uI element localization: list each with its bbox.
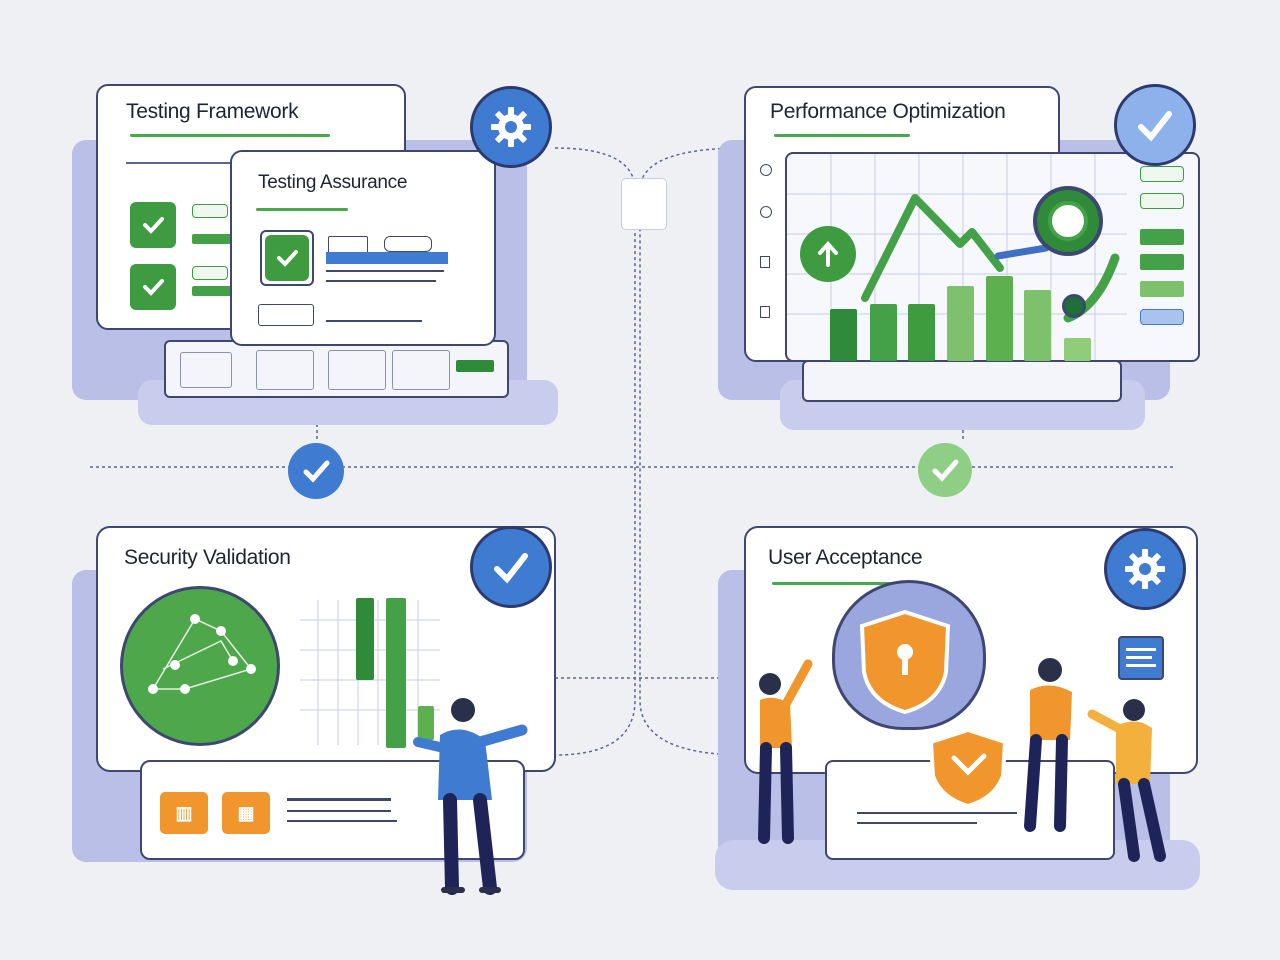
tray-slot [180,352,232,388]
text-line [287,810,391,812]
tf-tray [164,340,509,398]
info-tag [384,236,432,252]
title-underline [256,208,348,211]
check-icon [288,443,344,499]
grid-icon: ▦ [222,792,270,834]
dial-icon [1062,294,1086,318]
gear-icon [470,86,552,168]
text-line [287,820,397,822]
sv-chart-bar [356,598,374,680]
legend-bar [1140,254,1184,270]
panel-title: Testing Framework [126,100,299,123]
ta-panel: Testing Assurance [230,150,496,346]
legend-pill [1140,166,1184,182]
tray-slot [328,350,386,390]
chart-bar [1064,338,1091,361]
check-icon [130,202,176,248]
target-icon [1033,186,1103,256]
chart-bar [870,304,897,361]
gear-icon [1104,528,1186,610]
check-icon [470,526,552,608]
check-icon [130,264,176,310]
legend-pill [1140,193,1184,209]
network-globe [120,586,280,746]
sv-chart-bar [418,706,434,740]
check-frame [260,230,314,286]
chart-bar [947,286,974,361]
input-field [258,304,314,326]
title-underline [772,582,922,585]
legend-bar-blue [1140,309,1184,325]
growth-arrow-icon [800,226,856,282]
status-pill [192,266,228,280]
panel-title: Performance Optimization [770,100,1006,123]
slider-track [326,320,422,322]
text-line [287,798,391,801]
center-node [621,178,667,230]
tray-slot [256,350,314,390]
chart-bar [908,304,935,361]
grid-icon: ▥ [160,792,208,834]
panel-title: Security Validation [124,546,291,569]
status-pill [192,204,228,218]
chart-bar [986,276,1013,361]
check-icon [918,443,972,497]
check-icon [1114,84,1196,166]
radio-dot [760,206,772,218]
tray-slot [392,350,450,390]
title-underline [774,134,910,137]
radio-dot [760,256,770,268]
panel-title: User Acceptance [768,546,923,569]
left-connector [554,147,636,756]
text-line [326,280,436,282]
panel-title: Testing Assurance [258,172,408,193]
chart-bar [830,309,857,361]
radio-dot [760,306,770,318]
radio-dot [760,164,772,176]
network-icon [148,614,256,694]
chart-bar [1024,290,1051,361]
text-line [326,270,444,272]
blue-bar [326,252,448,264]
progress-bar [192,286,234,296]
check-icon [265,235,309,281]
ua-screen [1118,636,1164,680]
legend-bar [1140,229,1184,245]
sv-chart-bar [386,598,406,748]
legend-bar [1140,281,1184,297]
title-underline [130,134,330,137]
progress-bar [192,234,234,244]
tray-bar [456,360,494,372]
